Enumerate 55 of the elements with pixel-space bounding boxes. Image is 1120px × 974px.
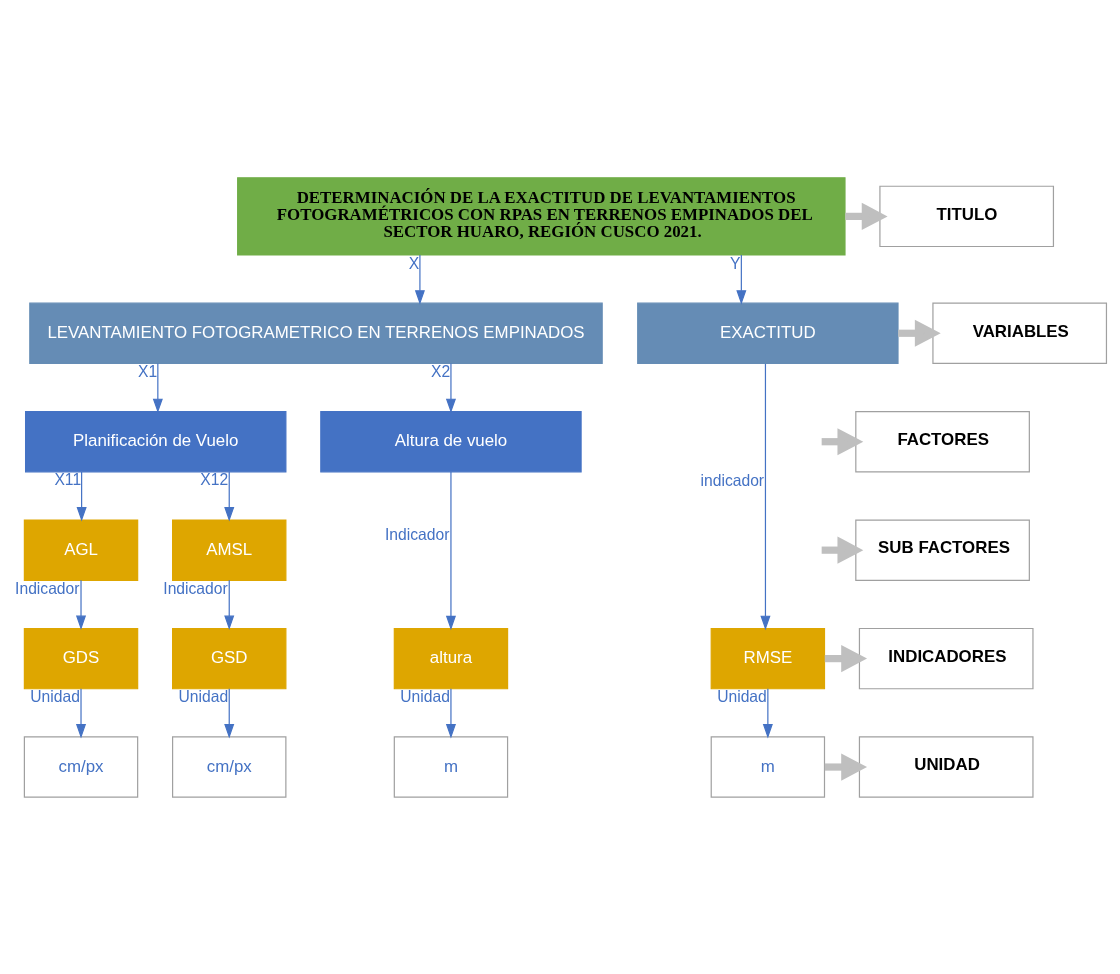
node-box: DETERMINACIÓN DE LA EXACTITUD DE LEVANTAMIENTOS FOTOGRAMÉTRICOS CON RPAS EN TERRENOS EMPINADOS DEL SECTOR HUARO, REGIÓN CUSCO 2021. [237, 176, 846, 256]
edge-label: Unidad [717, 687, 767, 705]
node-box: Planificación de Vuelo [25, 410, 287, 472]
arrow [821, 536, 864, 564]
edge-label: X2 [431, 362, 451, 380]
arrow [76, 470, 87, 522]
node-box: FACTORES [855, 410, 1030, 472]
arrow [152, 362, 163, 413]
node-box: cm/px [172, 735, 287, 798]
edge-label: Unidad [30, 687, 80, 705]
arrow [824, 644, 868, 672]
arrow [75, 579, 87, 630]
node-box: RMSE [710, 627, 826, 689]
edge-label: X1 [138, 362, 158, 380]
arrow [821, 427, 864, 455]
arrow [445, 687, 456, 738]
arrow [736, 253, 747, 305]
arrow [845, 202, 888, 230]
arrow [414, 253, 425, 305]
arrow [224, 470, 235, 522]
node-box: altura [393, 627, 509, 689]
node-box: m [393, 735, 509, 798]
node-box: UNIDAD [858, 735, 1034, 798]
node-box: SUB FACTORES [855, 518, 1030, 581]
edge-label: Indicador [385, 525, 450, 543]
node-box: TITULO [879, 185, 1055, 247]
arrow [445, 470, 456, 630]
edge-label: X12 [200, 470, 229, 488]
node-box: VARIABLES [932, 302, 1108, 364]
node-box: GDS [23, 627, 139, 689]
node-box: LEVANTAMIENTO FOTOGRAMETRICO EN TERRENOS EMPINADOS [29, 302, 603, 364]
edge-label: Indicador [163, 579, 228, 597]
arrow [898, 319, 941, 347]
arrow [75, 687, 87, 738]
arrow [762, 687, 773, 738]
arrow [445, 362, 456, 413]
edge-label: Unidad [400, 687, 450, 705]
edge-label: indicador [700, 471, 765, 489]
node-box: AMSL [172, 518, 287, 581]
arrow [760, 362, 771, 630]
edge-label: Indicador [15, 579, 80, 597]
node-box: GSD [172, 627, 287, 689]
node-box: EXACTITUD [637, 302, 899, 364]
node-box: m [710, 735, 826, 798]
node-box: INDICADORES [858, 627, 1034, 689]
arrow [224, 687, 235, 738]
edge-label: X11 [54, 470, 82, 488]
arrow [824, 752, 868, 781]
edge-label: X [408, 254, 420, 272]
node-box: Altura de vuelo [320, 410, 582, 472]
node-box: AGL [23, 518, 139, 581]
edge-label: Unidad [178, 687, 229, 705]
node-box: cm/px [23, 735, 139, 798]
edge-label: Y [730, 254, 741, 272]
arrow [224, 579, 235, 630]
